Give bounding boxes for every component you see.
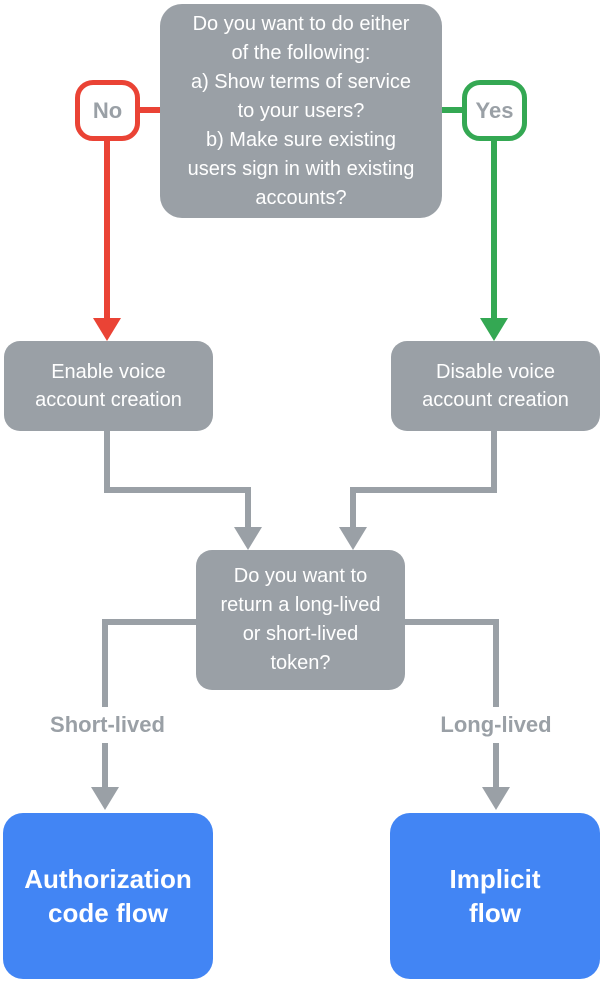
node-token-question: Do you want to return a long-lived or sh… [196, 550, 405, 690]
arrowhead-disable-icon [339, 527, 367, 550]
edge-disable-drop-line [350, 487, 356, 527]
edge-short-lived-vertical-line [102, 619, 108, 787]
edge-label-long-lived: Long-lived [412, 707, 580, 743]
arrowhead-no-icon [93, 318, 121, 341]
edge-yes-vertical-line [491, 140, 497, 318]
edge-enable-down-line [104, 431, 110, 493]
arrowhead-long-lived-icon [482, 787, 510, 810]
edge-enable-drop-line [245, 487, 251, 527]
edge-no-horizontal-line [140, 107, 160, 113]
edge-long-lived-horizontal-line [403, 619, 499, 625]
edge-enable-across-line [104, 487, 251, 493]
arrowhead-short-lived-icon [91, 787, 119, 810]
arrowhead-yes-icon [480, 318, 508, 341]
node-top-question: Do you want to do either of the followin… [160, 4, 442, 218]
node-disable-voice-account-creation: Disable voice account creation [391, 341, 600, 431]
edge-label-no: No [75, 80, 140, 141]
edge-short-lived-horizontal-line [102, 619, 198, 625]
edge-long-lived-vertical-line [493, 619, 499, 787]
edge-no-vertical-line [104, 140, 110, 318]
node-implicit-flow: Implicit flow [390, 813, 600, 979]
node-enable-voice-account-creation: Enable voice account creation [4, 341, 213, 431]
edge-yes-horizontal-line [442, 107, 462, 113]
edge-label-yes: Yes [462, 80, 527, 141]
edge-disable-down-line [491, 431, 497, 493]
node-authorization-code-flow: Authorization code flow [3, 813, 213, 979]
edge-disable-across-line [350, 487, 497, 493]
edge-label-short-lived: Short-lived [23, 707, 192, 743]
arrowhead-enable-icon [234, 527, 262, 550]
